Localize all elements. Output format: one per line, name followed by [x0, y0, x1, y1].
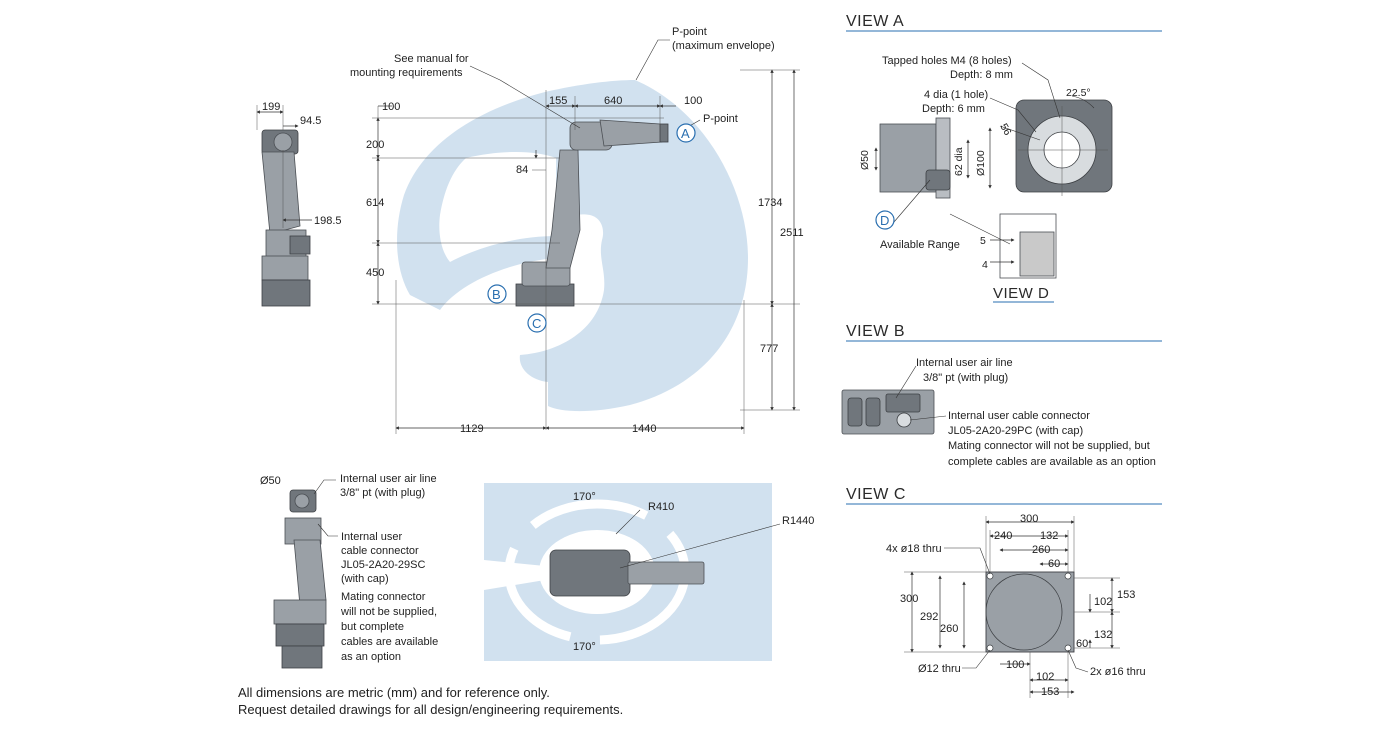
view-c-holes-16: 2x ø16 thru — [1090, 666, 1146, 678]
front-cable-line1: Internal user — [341, 531, 402, 543]
marker-d: D — [875, 210, 895, 230]
front-air-line1: Internal user air line — [340, 473, 437, 485]
marker-c-label: C — [532, 316, 541, 331]
view-c-dim-102-bottom: 102 — [1036, 671, 1054, 683]
footnote-line1: All dimensions are metric (mm) and for r… — [238, 685, 550, 700]
view-a-available-range: Available Range — [880, 239, 960, 251]
view-c-dim-300-left: 300 — [900, 593, 918, 605]
footnote: All dimensions are metric (mm) and for r… — [238, 684, 623, 718]
front-cable-line4: (with cap) — [341, 573, 389, 585]
side-dim-94-5: 94.5 — [300, 115, 321, 127]
dim-2511: 2511 — [780, 227, 804, 239]
dim-100-right: 100 — [684, 95, 702, 107]
dim-1129: 1129 — [460, 423, 484, 435]
view-b-cable-line1: Internal user cable connector — [948, 410, 1090, 422]
view-a-dia-line1: 4 dia (1 hole) — [924, 89, 988, 101]
view-c-dim-292: 292 — [920, 611, 938, 623]
top-angle-upper: 170° — [573, 491, 596, 503]
dim-1440: 1440 — [632, 423, 656, 435]
mounting-note-line2: mounting requirements — [350, 67, 463, 79]
marker-b: B — [487, 284, 507, 304]
dim-777: 777 — [760, 343, 778, 355]
dim-155: 155 — [549, 95, 567, 107]
footnote-line2: Request detailed drawings for all design… — [238, 702, 624, 717]
view-b-cable-line4: complete cables are available as an opti… — [948, 456, 1156, 468]
view-a-dim-100: Ø100 — [975, 150, 987, 176]
main-robot — [515, 119, 669, 307]
front-air-line2: 3/8" pt (with plug) — [340, 487, 425, 499]
view-c-dim-260-left: 260 — [940, 623, 958, 635]
mounting-note-line1: See manual for — [394, 53, 469, 65]
view-c-holes-18: 4x ø18 thru — [886, 543, 942, 555]
front-cable-line3: JL05-2A20-29SC — [341, 559, 425, 571]
view-a-dia-line2: Depth: 6 mm — [922, 103, 985, 115]
side-dim-198-5: 198.5 — [314, 215, 342, 227]
dim-200: 200 — [366, 139, 384, 151]
dim-614: 614 — [366, 197, 384, 209]
view-c-dim-153-bottom: 153 — [1041, 686, 1059, 698]
view-a-drawing — [874, 62, 1113, 279]
view-c-dim-240: 240 — [994, 530, 1012, 542]
view-c-dim-153-right: 153 — [1117, 589, 1135, 601]
top-radius-410: R410 — [648, 501, 674, 513]
front-dim-50: Ø50 — [260, 475, 281, 487]
view-d-dim-5: 5 — [980, 235, 986, 247]
view-a-dim-50: Ø50 — [859, 150, 871, 170]
front-cable-line7: but complete — [341, 621, 404, 633]
view-b-cable-line3: Mating connector will not be supplied, b… — [948, 440, 1150, 452]
view-a-dim-62: 62 dia — [953, 147, 965, 176]
view-c-heading: VIEW C — [846, 486, 906, 503]
view-c-dim-132-right: 132 — [1094, 629, 1112, 641]
marker-c: C — [527, 313, 547, 333]
front-cable-line5: Mating connector — [341, 591, 426, 603]
view-b-drawing — [841, 365, 947, 435]
marker-a-label: A — [681, 126, 690, 141]
front-cable-line8: cables are available — [341, 636, 438, 648]
top-view — [484, 483, 781, 661]
marker-b-label: B — [492, 287, 501, 302]
view-b-air-line2: 3/8" pt (with plug) — [923, 372, 1008, 384]
view-c-dim-300-top: 300 — [1020, 513, 1038, 525]
p-point-title-line2: (maximum envelope) — [672, 40, 775, 52]
view-a-angle: 22.5° — [1066, 87, 1091, 99]
view-b-cable-line2: JL05-2A20-29PC (with cap) — [948, 425, 1083, 437]
view-a-dim-56: 56 — [997, 122, 1013, 138]
view-c-dim-100: 100 — [1006, 659, 1024, 671]
view-b-heading: VIEW B — [846, 323, 905, 340]
top-angle-lower: 170° — [573, 641, 596, 653]
main-envelope — [397, 80, 748, 412]
front-cable-line2: cable connector — [341, 545, 419, 557]
front-cable-line6: will not be supplied, — [340, 606, 437, 618]
view-c-drawing — [904, 516, 1120, 698]
dim-450: 450 — [366, 267, 384, 279]
view-a-tapped-line2: Depth: 8 mm — [950, 69, 1013, 81]
side-dim-199: 199 — [262, 101, 280, 113]
marker-d-label: D — [880, 213, 889, 228]
front-cable-line9: as an option — [341, 651, 401, 663]
front-view — [273, 479, 338, 669]
p-point-title-line1: P-point — [672, 26, 707, 38]
view-d-dim-4: 4 — [982, 259, 988, 271]
view-c-dim-260-top: 260 — [1032, 544, 1050, 556]
view-c-dim-102-right: 102 — [1094, 596, 1112, 608]
dim-84: 84 — [516, 164, 528, 176]
view-b-air-line1: Internal user air line — [916, 357, 1013, 369]
marker-a: A — [676, 123, 696, 143]
view-a-heading: VIEW A — [846, 13, 904, 30]
top-radius-1440: R1440 — [782, 515, 814, 527]
main-dimension-lines — [372, 39, 800, 434]
view-c-dim-60-right: 60 — [1076, 638, 1088, 650]
dim-1734: 1734 — [758, 197, 782, 209]
view-c-dim-132-top: 132 — [1040, 530, 1058, 542]
p-point-label: P-point — [703, 113, 738, 125]
view-c-hole-12: Ø12 thru — [918, 663, 961, 675]
view-d-heading: VIEW D — [993, 285, 1049, 302]
dim-640: 640 — [604, 95, 622, 107]
side-view — [256, 105, 312, 307]
dim-100-left: 100 — [382, 101, 400, 113]
view-a-tapped-line1: Tapped holes M4 (8 holes) — [882, 55, 1012, 67]
view-c-dim-60-top: 60 — [1048, 558, 1060, 570]
